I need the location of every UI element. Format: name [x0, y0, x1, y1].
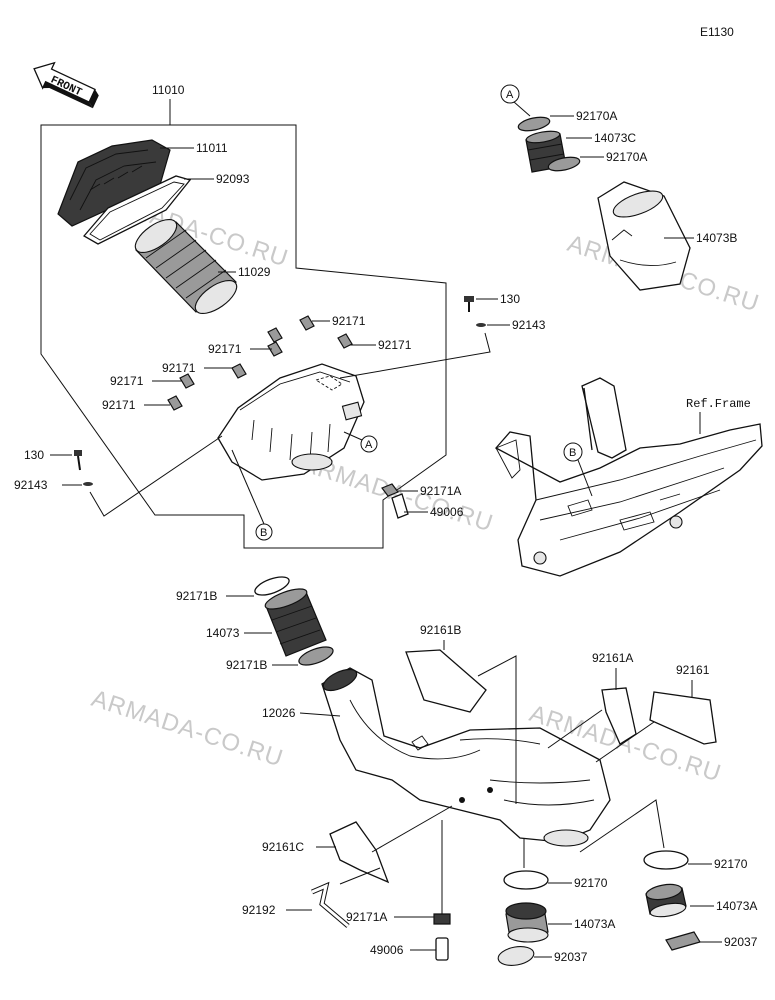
ref-b-frame: [563, 442, 583, 462]
label-92170A-1: 92170A: [576, 109, 617, 123]
clamp-92037-center: [497, 946, 535, 966]
leader-ref-b-frame: [577, 459, 593, 497]
washer-92143-left: [83, 482, 93, 486]
gasket-inner-edge: [89, 181, 185, 241]
label-92192: 92192: [242, 903, 276, 917]
clip-92171A-top: [381, 483, 399, 497]
boot-14073A-center: [505, 902, 549, 943]
leader-right-stack: [579, 799, 665, 853]
duct-14073B: [597, 181, 691, 291]
label-92171B-2: 92171B: [226, 658, 267, 672]
leader-ref-a-top: [513, 101, 531, 117]
bolt-130-top: [464, 296, 474, 312]
diagram-code: E1130: [700, 25, 734, 39]
label-92161B: 92161B: [420, 623, 461, 637]
label-14073A-1: 14073A: [574, 917, 615, 931]
washer-92143-top: [476, 323, 486, 327]
label-92161: 92161: [676, 663, 710, 677]
label-92170-1: 92170: [574, 876, 608, 890]
leader-hose-to-pad: [339, 867, 381, 885]
clamp-92170A-upper: [517, 116, 551, 132]
label-14073: 14073: [206, 626, 240, 640]
boot-14073: [264, 588, 327, 657]
label-92093: 92093: [216, 172, 250, 186]
cap-49006-bottom: [435, 937, 449, 961]
label-92170A-2: 92170A: [606, 150, 647, 164]
ref-a-housing-label: A: [365, 439, 373, 451]
air-cleaner-housing: [217, 363, 365, 481]
ref-b-frame-label: B: [569, 447, 576, 459]
label-49006-top: 49006: [430, 505, 464, 519]
label-92161C: 92161C: [262, 840, 304, 854]
label-92143-left: 92143: [14, 478, 48, 492]
leader-mount-top: [339, 332, 491, 379]
label-92171-d: 92171: [162, 361, 196, 375]
leader-ref-a-housing: [343, 431, 363, 441]
ref-frame-label: Ref.Frame: [686, 397, 751, 411]
clips-92171: [167, 315, 353, 411]
front-arrow-icon: FRONT: [33, 61, 99, 109]
ref-b-housing-label: B: [260, 527, 267, 539]
label-14073C: 14073C: [594, 131, 636, 145]
pad-92161B: [405, 649, 487, 713]
watermark-4: ARMADA-CO.RU: [88, 685, 287, 772]
label-92171B-1: 92171B: [176, 589, 217, 603]
label-12026: 12026: [262, 706, 296, 720]
clamp-92170-center: [503, 870, 549, 890]
filter-element-11029: [134, 218, 238, 315]
label-92171A-bot: 92171A: [346, 910, 387, 924]
leader-ref-b-housing: [231, 449, 265, 525]
clip-92171A-bottom: [433, 913, 451, 925]
leader-mount-left: [89, 435, 223, 517]
label-14073A-2: 14073A: [716, 899, 757, 913]
label-92171-f: 92171: [102, 398, 136, 412]
leader-pad-92161C-to-duct: [371, 805, 453, 853]
frame-assembly: [494, 377, 763, 577]
label-92171-b: 92171: [208, 342, 242, 356]
ref-a-top-label: A: [506, 89, 514, 101]
label-11010: 11010: [152, 83, 185, 97]
clamp-92037-right: [665, 931, 701, 951]
label-14073B: 14073B: [696, 231, 737, 245]
label-92037-1: 92037: [554, 950, 588, 964]
pad-92161A: [601, 687, 637, 745]
ref-b-housing: [255, 523, 273, 541]
air-cleaner-cover: [57, 139, 171, 227]
hose-92192-inner: [311, 883, 349, 928]
leader-pad-92161B-to-duct: [477, 655, 517, 804]
label-92170-2: 92170: [714, 857, 748, 871]
bolt-130-left: [74, 450, 82, 471]
leader-pad-92161-to-duct: [595, 721, 655, 763]
boot-14073A-right: [645, 883, 687, 918]
label-92171A-top: 92171A: [420, 484, 461, 498]
label-11029: 11029: [238, 265, 271, 279]
intake-duct-12026: [321, 667, 611, 847]
label-92171-c: 92171: [378, 338, 412, 352]
label-92143-top: 92143: [512, 318, 546, 332]
clamp-92171B-lower: [298, 646, 334, 666]
pad-92161: [649, 691, 717, 745]
leader-pad-92161A-to-duct: [547, 709, 603, 749]
ref-a-top: [500, 84, 520, 104]
label-92171-e: 92171: [110, 374, 144, 388]
label-11011: 11011: [196, 141, 228, 155]
leader-12026: [299, 712, 341, 717]
gasket-92093: [82, 175, 192, 245]
label-92171-a: 92171: [332, 314, 366, 328]
label-130-left: 130: [24, 448, 44, 462]
label-92037-2: 92037: [724, 935, 758, 949]
label-92161A: 92161A: [592, 651, 633, 665]
assembly-11010-outline: [40, 124, 447, 549]
clamp-92170A-lower: [547, 156, 581, 172]
clamp-92171B-upper: [254, 576, 290, 596]
label-130-top: 130: [500, 292, 520, 306]
clamp-92170-right: [643, 850, 689, 870]
pad-92161C: [329, 821, 390, 884]
ref-a-housing: [360, 435, 378, 453]
label-49006-bot: 49006: [370, 943, 404, 957]
